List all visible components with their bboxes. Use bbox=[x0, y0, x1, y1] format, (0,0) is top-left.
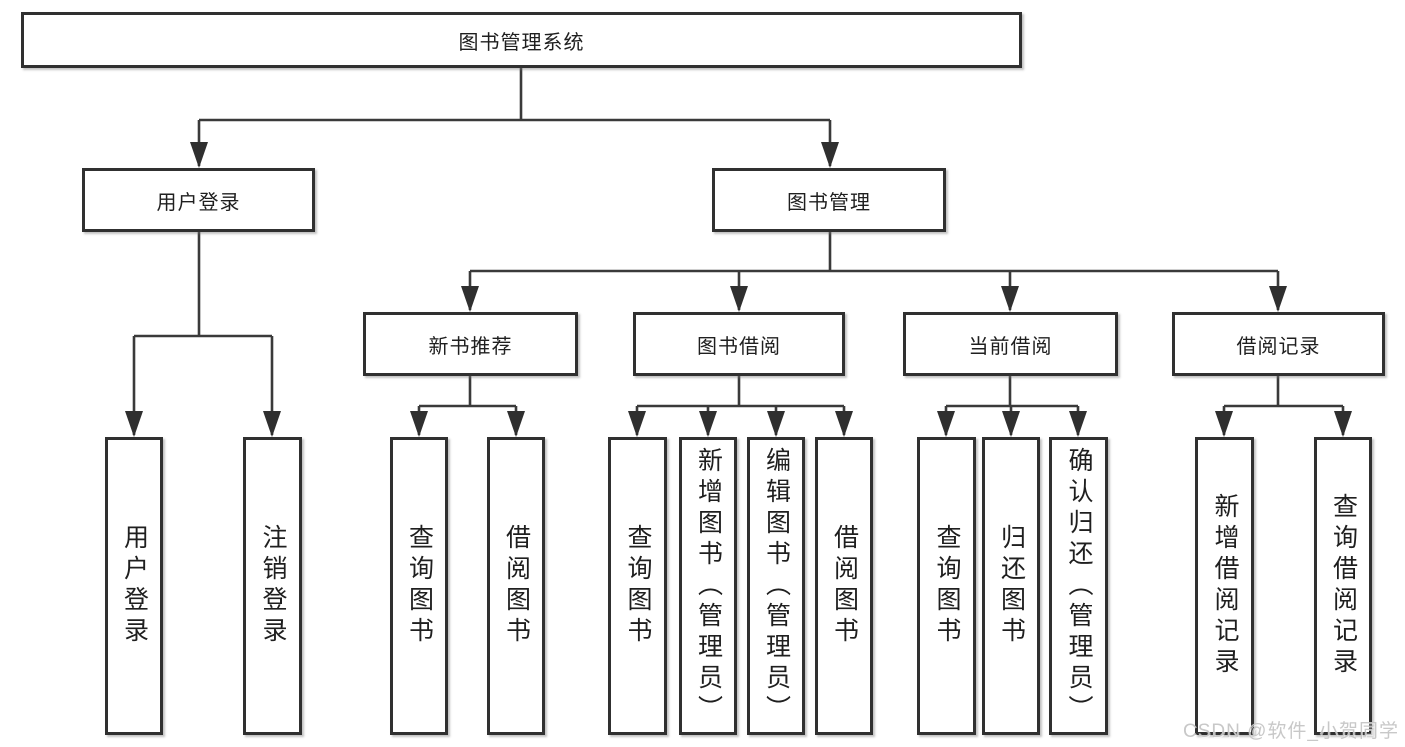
node-new-book-recommend: 新书推荐 bbox=[363, 312, 578, 376]
node-root: 图书管理系统 bbox=[21, 12, 1022, 68]
leaf-user-login-label: 用户登录 bbox=[120, 524, 149, 648]
leaf-logout-label: 注销登录 bbox=[259, 524, 287, 648]
node-current-borrowing: 当前借阅 bbox=[903, 312, 1118, 376]
leaf-newbooks-query-label: 查询图书 bbox=[405, 524, 434, 648]
node-current-borrowing-label: 当前借阅 bbox=[968, 335, 1053, 358]
node-book-borrowing: 图书借阅 bbox=[633, 312, 845, 376]
leaf-logout: 注销登录 bbox=[243, 437, 302, 735]
leaf-borrowing-add-admin-label: 新增图书（管理员） bbox=[694, 446, 723, 726]
leaf-records-query: 查询借阅记录 bbox=[1314, 437, 1372, 735]
node-borrowing-records: 借阅记录 bbox=[1172, 312, 1385, 376]
leaf-current-return: 归还图书 bbox=[982, 437, 1040, 735]
leaf-borrowing-borrow-label: 借阅图书 bbox=[830, 524, 859, 648]
leaf-newbooks-query: 查询图书 bbox=[390, 437, 448, 735]
leaf-borrowing-query-label: 查询图书 bbox=[624, 524, 652, 648]
leaf-records-add-label: 新增借阅记录 bbox=[1211, 493, 1239, 679]
leaf-borrowing-borrow: 借阅图书 bbox=[815, 437, 873, 735]
node-new-book-recommend-label: 新书推荐 bbox=[428, 335, 513, 358]
leaf-newbooks-borrow-label: 借阅图书 bbox=[502, 524, 531, 648]
leaf-borrowing-add-admin: 新增图书（管理员） bbox=[679, 437, 737, 735]
node-root-label: 图书管理系统 bbox=[458, 31, 585, 54]
node-user-login: 用户登录 bbox=[82, 168, 315, 232]
node-borrowing-records-label: 借阅记录 bbox=[1236, 335, 1321, 358]
leaf-current-confirm-return-admin-label: 确认归还（管理员） bbox=[1065, 446, 1093, 726]
leaf-borrowing-edit-admin: 编辑图书（管理员） bbox=[747, 437, 805, 735]
leaf-records-query-label: 查询借阅记录 bbox=[1329, 493, 1358, 679]
csdn-watermark: CSDN @软件_小贺同学 bbox=[1183, 721, 1399, 742]
leaf-current-confirm-return-admin: 确认归还（管理员） bbox=[1049, 437, 1108, 735]
leaf-borrowing-edit-admin-label: 编辑图书（管理员） bbox=[762, 446, 791, 726]
leaf-borrowing-query: 查询图书 bbox=[608, 437, 667, 735]
arrowheads bbox=[125, 142, 1352, 437]
leaf-newbooks-borrow: 借阅图书 bbox=[487, 437, 545, 735]
node-user-login-label: 用户登录 bbox=[156, 191, 241, 214]
leaf-current-query: 查询图书 bbox=[917, 437, 976, 735]
node-book-management-label: 图书管理 bbox=[787, 191, 871, 214]
node-book-borrowing-label: 图书借阅 bbox=[697, 335, 781, 358]
leaf-current-query-label: 查询图书 bbox=[933, 524, 961, 648]
node-book-management: 图书管理 bbox=[712, 168, 946, 232]
leaf-records-add: 新增借阅记录 bbox=[1195, 437, 1254, 735]
leaf-user-login: 用户登录 bbox=[105, 437, 163, 735]
leaf-current-return-label: 归还图书 bbox=[997, 524, 1026, 648]
